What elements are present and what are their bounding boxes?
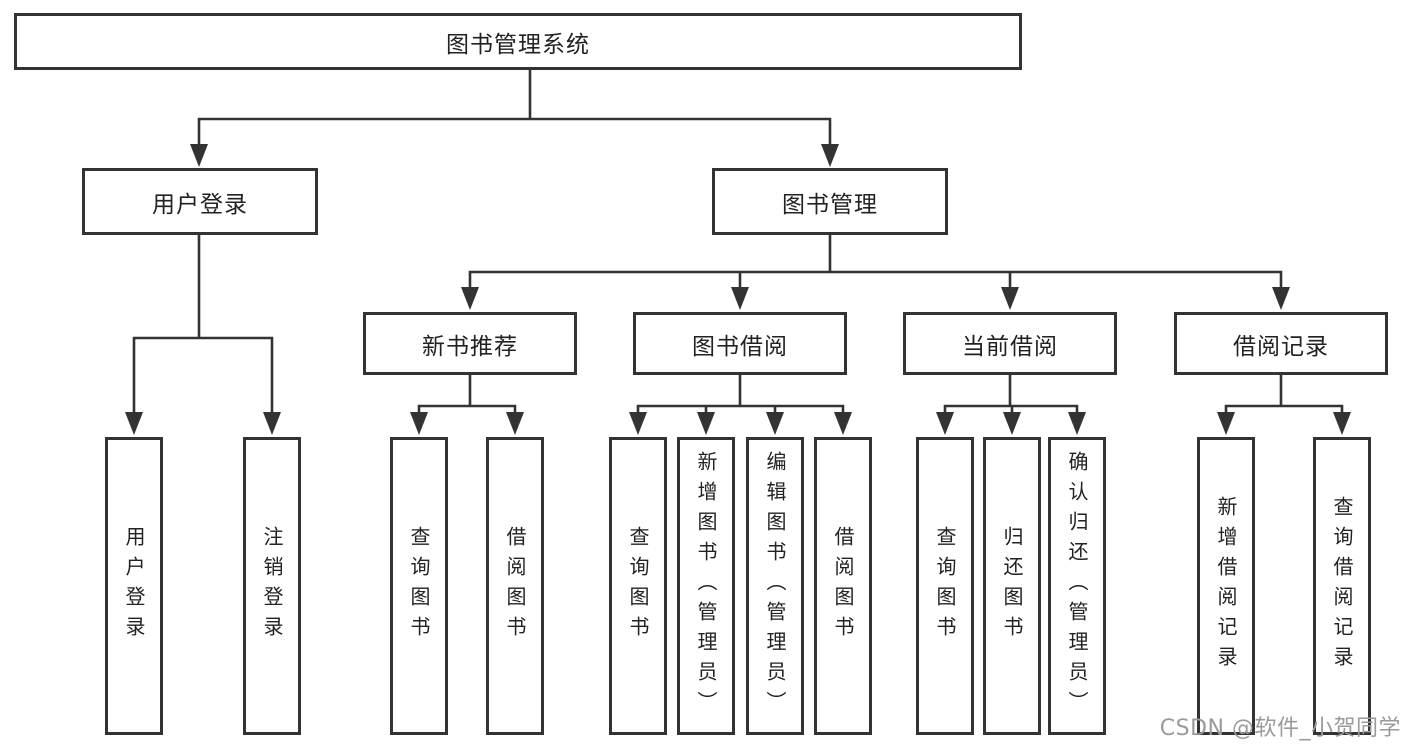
node-add-book-admin: 新增图书（管理员） bbox=[677, 437, 735, 735]
connector-current-borrowing-branch bbox=[943, 373, 1079, 417]
node-add-borrow-record: 新增借阅记录 bbox=[1197, 437, 1255, 735]
connector-user-login-branch bbox=[132, 233, 274, 417]
node-label: 编辑图书（管理员） bbox=[763, 451, 787, 721]
arrow-icon bbox=[1001, 287, 1019, 310]
node-confirm-return-admin: 确认归还（管理员） bbox=[1048, 437, 1106, 735]
node-book-borrowing: 图书借阅 bbox=[633, 312, 847, 375]
arrow-icon bbox=[1272, 287, 1290, 310]
node-current-borrowing: 当前借阅 bbox=[903, 312, 1117, 375]
arrow-icon bbox=[936, 412, 954, 435]
connector-new-book-branch bbox=[417, 373, 517, 417]
connector-borrowing-records-branch bbox=[1224, 373, 1344, 417]
node-book-management: 图书管理 bbox=[712, 168, 948, 235]
node-label: 新增借阅记录 bbox=[1214, 496, 1238, 676]
connector-root-to-level2 bbox=[197, 68, 832, 149]
node-label: 查询图书 bbox=[933, 526, 957, 646]
node-query-books: 查询图书 bbox=[916, 437, 974, 735]
arrow-icon bbox=[1217, 412, 1235, 435]
node-query-books: 查询图书 bbox=[390, 437, 448, 735]
connector-book-management-branch bbox=[468, 233, 1283, 292]
node-new-book-recommendation: 新书推荐 bbox=[363, 312, 577, 375]
node-borrow-books: 借阅图书 bbox=[814, 437, 872, 735]
node-label: 查询借阅记录 bbox=[1330, 496, 1354, 676]
node-borrowing-records: 借阅记录 bbox=[1174, 312, 1388, 375]
arrow-icon bbox=[1068, 412, 1086, 435]
connector-book-borrowing-branch bbox=[636, 373, 845, 417]
node-label: 图书管理系统 bbox=[446, 31, 590, 58]
node-label: 借阅图书 bbox=[831, 526, 855, 646]
node-label: 新书推荐 bbox=[422, 333, 518, 360]
arrow-icon bbox=[461, 287, 479, 310]
arrow-icon bbox=[190, 144, 208, 167]
arrow-icon bbox=[506, 412, 524, 435]
arrow-icon bbox=[410, 412, 428, 435]
node-label: 图书管理 bbox=[782, 191, 878, 218]
node-label: 当前借阅 bbox=[962, 333, 1058, 360]
arrow-icon bbox=[125, 412, 143, 435]
node-label: 查询图书 bbox=[407, 526, 431, 646]
node-label: 用户登录 bbox=[122, 526, 146, 646]
arrow-icon bbox=[629, 412, 647, 435]
arrow-icon bbox=[731, 287, 749, 310]
node-borrow-books: 借阅图书 bbox=[486, 437, 544, 735]
node-return-books: 归还图书 bbox=[983, 437, 1041, 735]
node-library-management-system: 图书管理系统 bbox=[14, 13, 1022, 70]
node-label: 借阅图书 bbox=[503, 526, 527, 646]
arrow-icon bbox=[1333, 412, 1351, 435]
arrowheads bbox=[125, 144, 1351, 435]
arrow-icon bbox=[821, 144, 839, 167]
node-query-borrow-record: 查询借阅记录 bbox=[1313, 437, 1371, 735]
arrow-icon bbox=[697, 412, 715, 435]
node-label: 注销登录 bbox=[260, 526, 284, 646]
arrow-icon bbox=[834, 412, 852, 435]
arrow-icon bbox=[1003, 412, 1021, 435]
node-query-books: 查询图书 bbox=[609, 437, 667, 735]
node-label: 图书借阅 bbox=[692, 333, 788, 360]
node-label: 归还图书 bbox=[1000, 526, 1024, 646]
node-label: 确认归还（管理员） bbox=[1065, 451, 1089, 721]
arrow-icon bbox=[263, 412, 281, 435]
node-edit-book-admin: 编辑图书（管理员） bbox=[746, 437, 804, 735]
node-label: 借阅记录 bbox=[1233, 333, 1329, 360]
node-logout: 注销登录 bbox=[243, 437, 301, 735]
node-user-login-action: 用户登录 bbox=[105, 437, 163, 735]
arrow-icon bbox=[766, 412, 784, 435]
node-label: 新增图书（管理员） bbox=[694, 451, 718, 721]
node-user-login: 用户登录 bbox=[82, 168, 318, 235]
watermark-text: CSDN @软件_小贺同学 bbox=[1159, 716, 1401, 741]
node-label: 查询图书 bbox=[626, 526, 650, 646]
node-label: 用户登录 bbox=[152, 191, 248, 218]
